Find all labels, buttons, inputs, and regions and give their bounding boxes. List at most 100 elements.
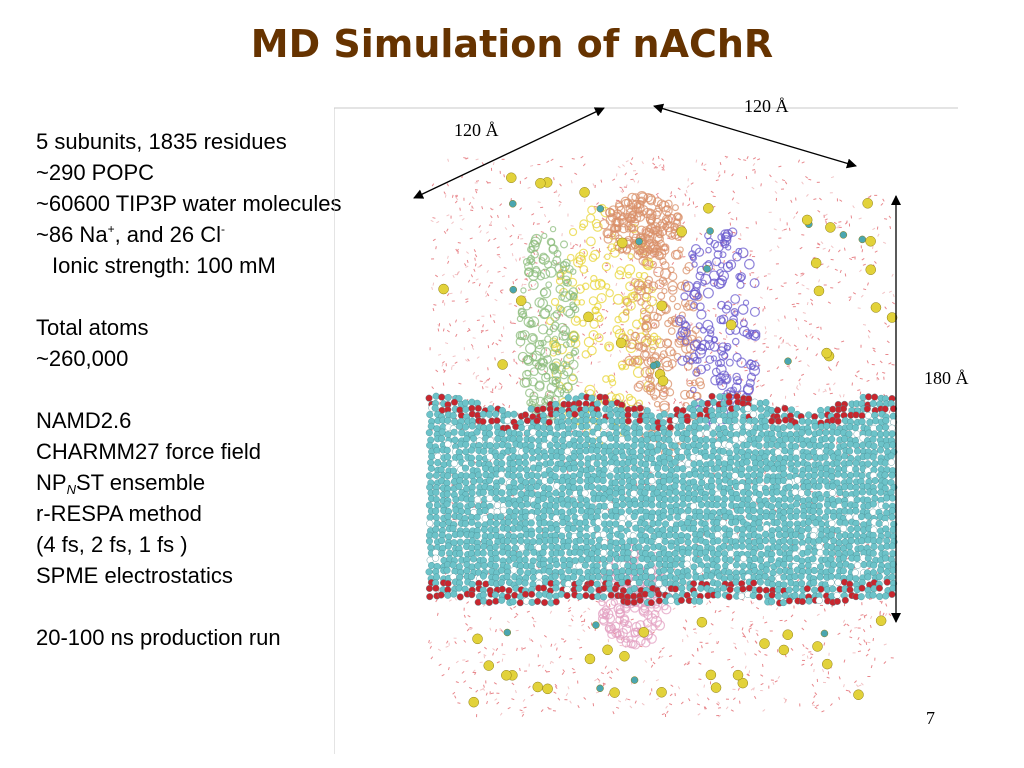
lipid-atom: [805, 453, 813, 461]
water-molecule: [432, 282, 435, 286]
water-molecule: [825, 220, 827, 224]
lipid-atom: [721, 495, 729, 503]
lipid-atom: [749, 410, 757, 418]
water-molecule: [530, 284, 533, 288]
water-molecule: [803, 619, 807, 623]
protein-helix: [662, 360, 673, 372]
water-molecule: [552, 397, 556, 400]
lipid-atom: [887, 452, 895, 460]
water-molecule: [806, 655, 809, 659]
lipid-atom: [732, 518, 740, 526]
water-molecule: [455, 681, 459, 684]
water-molecule: [567, 609, 571, 613]
lipid-atom: [769, 495, 777, 503]
protein-helix: [640, 210, 647, 217]
water-molecule: [494, 357, 496, 361]
water-molecule: [430, 656, 434, 660]
lipid-atom: [564, 394, 572, 402]
lipid-atom: [630, 512, 638, 520]
water-molecule: [686, 634, 689, 638]
lipid-atom: [697, 472, 705, 480]
water-molecule: [472, 371, 476, 375]
water-molecule: [446, 228, 449, 232]
water-molecule: [594, 342, 598, 346]
water-molecule: [446, 293, 450, 297]
water-molecule: [485, 692, 488, 696]
lipid-atom: [756, 507, 764, 515]
lipid-atom: [510, 410, 518, 418]
water-molecule: [470, 274, 473, 278]
bullet-ensemble: NPNST ensemble: [36, 467, 342, 498]
lipid-atom: [793, 423, 801, 431]
protein-helix: [559, 325, 571, 337]
lipid-atom: [704, 400, 712, 408]
lipid-atom: [552, 502, 560, 510]
water-molecule: [558, 655, 562, 659]
lipid-atom: [534, 472, 542, 480]
water-molecule: [884, 218, 888, 220]
water-molecule: [738, 238, 742, 240]
water-molecule: [762, 709, 766, 712]
water-molecule: [441, 273, 445, 277]
lipid-atom: [823, 422, 831, 430]
protein-helix: [526, 320, 535, 329]
water-molecule: [443, 191, 446, 195]
lipid-atom: [666, 423, 674, 431]
protein-helix: [735, 378, 742, 385]
lipid-atom: [757, 501, 765, 509]
protein-helix: [609, 230, 617, 238]
lipid-atom: [599, 495, 607, 503]
protein-helix: [596, 293, 607, 304]
water-molecule: [759, 296, 763, 299]
water-molecule: [806, 287, 810, 290]
water-molecule: [712, 307, 716, 310]
lipid-atom: [888, 471, 896, 479]
protein-helix: [697, 343, 706, 352]
lipid-atom: [450, 460, 458, 468]
protein-helix: [654, 620, 666, 631]
water-molecule: [532, 221, 535, 226]
water-molecule: [822, 390, 826, 393]
water-molecule: [693, 605, 697, 608]
lipid-atom: [600, 502, 608, 510]
lipid-atom: [505, 500, 513, 508]
water-molecule: [514, 690, 517, 694]
lipid-atom: [815, 508, 823, 516]
protein-helix: [718, 314, 729, 325]
lipid-atom: [493, 417, 501, 425]
water-molecule: [696, 703, 700, 706]
water-molecule: [468, 202, 472, 206]
water-molecule: [604, 316, 607, 320]
protein-helix: [594, 302, 602, 311]
water-molecule: [489, 616, 492, 620]
water-molecule: [587, 626, 591, 630]
lipid-atom: [678, 453, 686, 461]
water-molecule: [593, 207, 596, 211]
lipid-atom: [570, 453, 578, 461]
water-molecule: [811, 704, 816, 707]
water-molecule: [718, 610, 722, 613]
water-molecule: [454, 695, 457, 699]
lipid-atom: [515, 458, 523, 466]
lipid-atom: [497, 513, 505, 521]
lipid-atom: [630, 442, 638, 450]
water-molecule: [550, 660, 554, 664]
lipid-atom: [805, 483, 813, 491]
lipid-atom: [588, 394, 596, 402]
lipid-atom: [552, 489, 560, 497]
protein-helix: [534, 297, 545, 308]
water-molecule: [857, 389, 861, 391]
lipid-atom: [689, 454, 697, 462]
water-molecule: [543, 635, 547, 638]
protein-helix: [570, 349, 578, 357]
water-molecule: [859, 391, 862, 395]
water-molecule: [725, 706, 729, 710]
ensemble-st: ST ensemble: [75, 470, 206, 495]
protein-helix: [676, 317, 684, 324]
protein-helix: [676, 331, 686, 341]
protein-helix: [640, 335, 652, 347]
water-molecule: [784, 181, 788, 185]
protein-helix: [566, 253, 575, 262]
lipid-atom: [425, 394, 433, 402]
lipid-atom: [799, 441, 807, 449]
